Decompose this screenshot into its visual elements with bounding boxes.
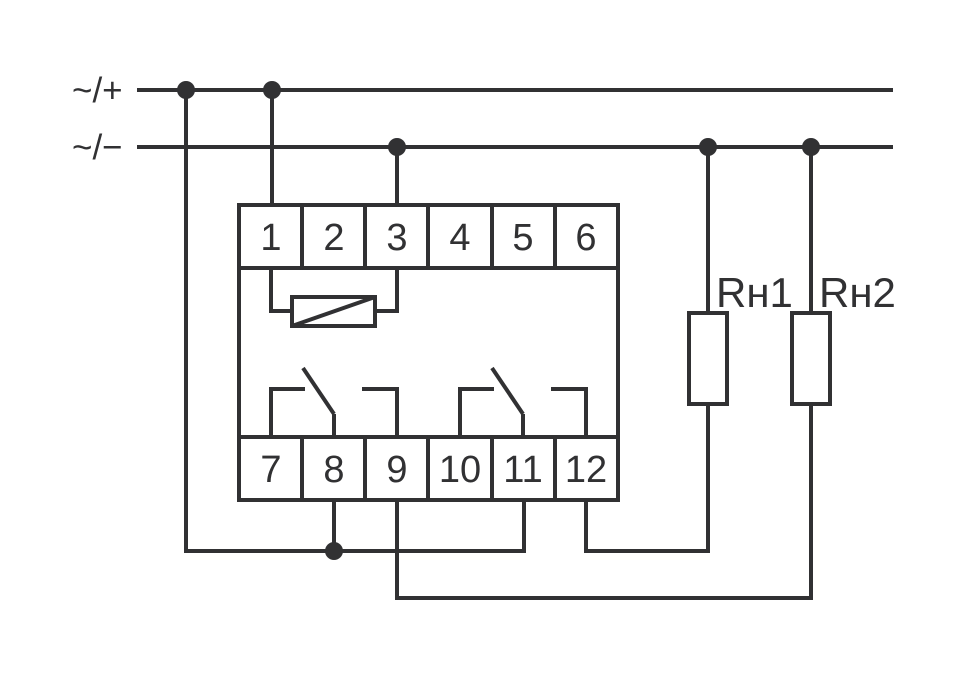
switch1-fixed-contact-terminal9 xyxy=(362,387,399,437)
relay-device: 1 2 3 4 5 6 7 8 9 10 11 12 xyxy=(237,203,620,502)
loads: Rн1 Rн2 xyxy=(687,269,896,406)
positive-rail-label: ~/+ xyxy=(72,71,123,110)
wire-terminal12-to-load1 xyxy=(584,404,710,553)
terminal-5-label: 5 xyxy=(512,217,533,259)
power-rails: ~/+ ~/− xyxy=(72,71,893,167)
negative-rail-label: ~/− xyxy=(72,128,123,167)
load2-label: Rн2 xyxy=(819,269,896,316)
load2-resistor-symbol xyxy=(790,311,832,406)
terminal-3-label: 3 xyxy=(386,217,407,259)
junction-dot-positive-rail-right xyxy=(263,81,281,99)
junction-dot-negative-load2 xyxy=(802,138,820,156)
junction-dot-terminal8-bus xyxy=(325,542,343,560)
junction-dot-positive-rail-left xyxy=(177,81,195,99)
junction-dot-negative-terminal3 xyxy=(388,138,406,156)
coil-symbol-diagonal xyxy=(291,295,376,328)
coil-lead-terminal1 xyxy=(269,268,292,313)
switch1-blade xyxy=(301,366,336,416)
terminal-12-label: 12 xyxy=(565,449,607,491)
terminal-8-label: 8 xyxy=(323,449,344,491)
load1-label: Rн1 xyxy=(716,269,793,316)
contact-switch-2 xyxy=(458,366,588,437)
terminal-11-label: 11 xyxy=(503,449,542,491)
terminal-2-label: 2 xyxy=(323,217,344,259)
coil-lead-terminal3 xyxy=(375,268,399,313)
switch2-blade xyxy=(490,366,525,416)
load-wires xyxy=(395,147,813,600)
supply-wires xyxy=(184,90,526,553)
terminal-9-label: 9 xyxy=(386,449,407,491)
switch1-fixed-contact-terminal7 xyxy=(269,387,305,437)
terminal-7-label: 7 xyxy=(260,449,281,491)
terminal-1-label: 1 xyxy=(260,217,281,259)
terminal-4-label: 4 xyxy=(449,217,470,259)
junction-dots xyxy=(177,81,820,560)
junction-dot-negative-load1 xyxy=(699,138,717,156)
load1-resistor-symbol xyxy=(687,311,729,406)
wire-terminal9-to-load2 xyxy=(395,404,813,600)
contact-switch-1 xyxy=(269,366,399,437)
wire-positive-to-terminals-8-11 xyxy=(184,90,526,553)
terminal-10-label: 10 xyxy=(439,449,481,491)
switch2-fixed-contact-terminal12 xyxy=(551,387,588,437)
relay-coil xyxy=(269,268,399,328)
switch2-fixed-contact-terminal10 xyxy=(458,387,494,437)
terminal-6-label: 6 xyxy=(575,217,596,259)
